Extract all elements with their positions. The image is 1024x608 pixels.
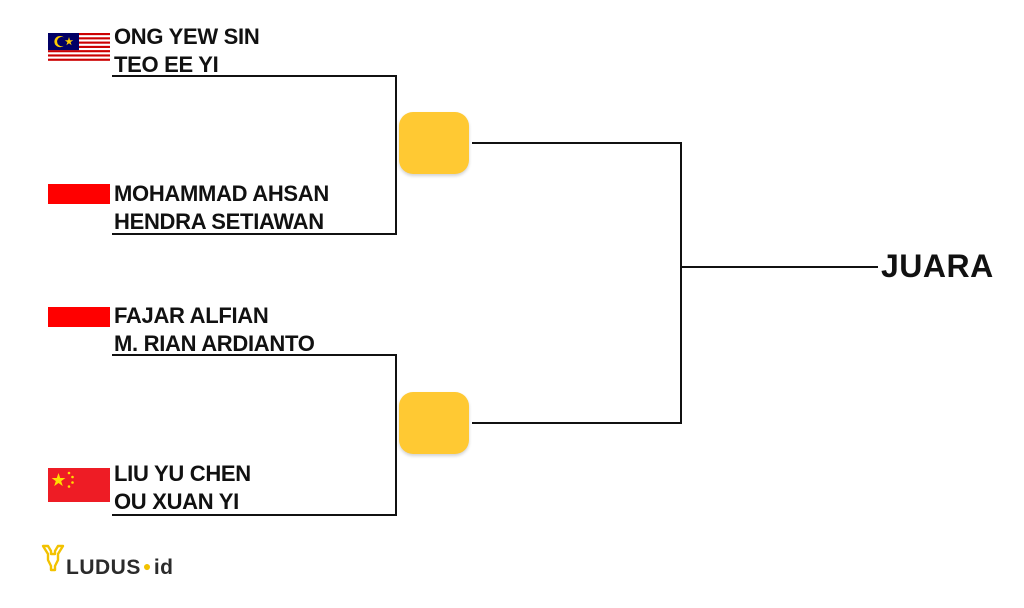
bracket-line — [680, 142, 682, 424]
logo-suffix: id — [153, 556, 174, 579]
bracket-line — [112, 75, 397, 77]
player-name: FAJAR ALFIAN — [114, 303, 269, 328]
bracket-line — [472, 422, 682, 424]
bracket-line — [395, 75, 397, 235]
indonesia-flag-icon — [48, 307, 110, 327]
player-name: M. RIAN ARDIANTO — [114, 331, 315, 356]
player-name: OU XUAN YI — [114, 489, 239, 514]
ludus-logo: LUDUS●id — [40, 542, 180, 582]
player-name: TEO EE YI — [114, 52, 219, 77]
bracket-line — [472, 142, 682, 144]
champion-label: JUARA — [881, 248, 994, 284]
bracket-line — [680, 266, 878, 268]
logo-dot: ● — [142, 558, 152, 574]
player-name: LIU YU CHEN — [114, 461, 251, 486]
bracket-line — [112, 514, 397, 516]
semifinal-winner-slot — [399, 392, 469, 454]
bracket-line — [395, 354, 397, 516]
indonesia-flag-icon — [48, 184, 110, 204]
malaysia-flag-icon — [48, 33, 110, 63]
player-name: HENDRA SETIAWAN — [114, 209, 324, 234]
bracket-line — [112, 233, 397, 235]
logo-text: LUDUS●id — [66, 556, 173, 580]
china-flag-icon — [48, 468, 110, 502]
player-name: ONG YEW SIN — [114, 24, 260, 49]
bracket-line — [112, 354, 397, 356]
player-name: MOHAMMAD AHSAN — [114, 181, 329, 206]
ludus-logo-icon — [41, 544, 65, 572]
logo-brand: LUDUS — [66, 556, 141, 579]
semifinal-winner-slot — [399, 112, 469, 174]
